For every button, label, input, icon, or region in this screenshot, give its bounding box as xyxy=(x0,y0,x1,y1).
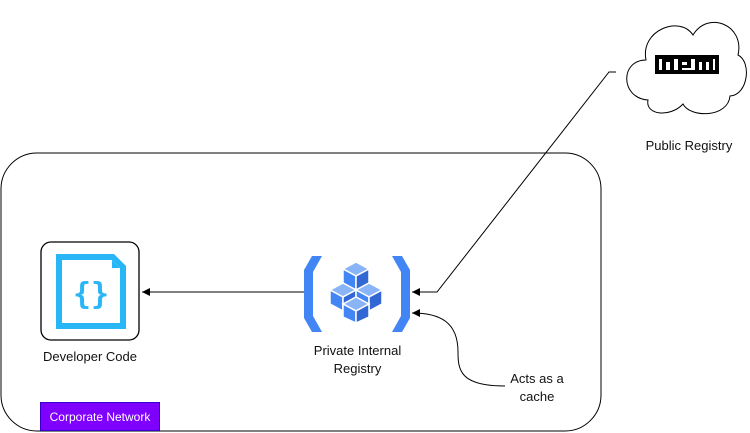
developer-code-label: Developer Code xyxy=(43,349,137,364)
private-registry-label-line1: Private Internal xyxy=(313,343,402,358)
code-braces: {} xyxy=(73,277,109,312)
code-file-icon: {} xyxy=(40,241,140,341)
corporate-network-badge: Corporate Network xyxy=(40,402,160,431)
artifact-registry-icon xyxy=(304,256,410,332)
cache-annotation-label: Acts as a cache xyxy=(491,370,583,406)
cache-annotation-line2: cache xyxy=(519,389,555,404)
public-registry-label: Public Registry xyxy=(645,138,733,153)
cache-annotation-line1: Acts as a xyxy=(510,371,564,386)
public-to-private-arrow xyxy=(412,71,616,296)
private-registry-label: Private Internal Registry xyxy=(290,342,425,378)
corporate-network-container xyxy=(0,152,602,432)
private-registry-label-line2: Registry xyxy=(333,361,382,376)
cache-annotation-arrow xyxy=(411,309,506,387)
npm-logo xyxy=(655,55,719,74)
